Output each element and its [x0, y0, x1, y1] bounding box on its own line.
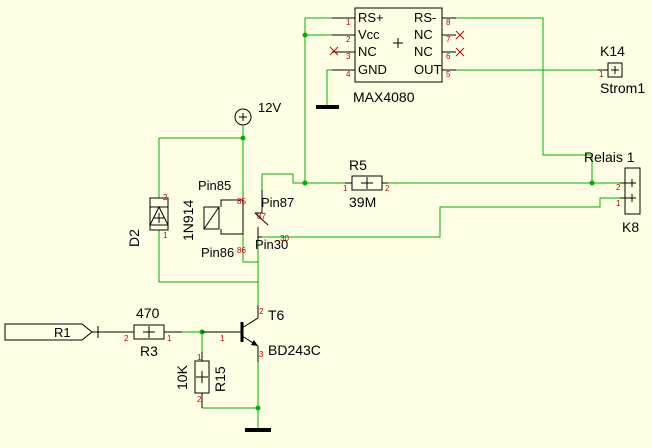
k8-ref: K8 [622, 219, 639, 235]
relay-num86: 86 [237, 246, 246, 255]
relay-pin87-label: Pin87 [261, 195, 294, 210]
relay[interactable]: Pin85 Pin86 Pin87 Pin30 85 86 87 30 [198, 178, 294, 260]
junction-dot [302, 32, 308, 38]
relay-pin85-label: Pin85 [198, 178, 231, 193]
junction-dot [302, 180, 308, 186]
r3-value: 470 [136, 305, 160, 321]
r5-value: 39M [349, 194, 376, 210]
junction-dot [240, 135, 246, 141]
relay-num30: 30 [280, 234, 289, 243]
ic-pin-num-4: 4 [346, 70, 351, 79]
r3-ref: R3 [140, 343, 158, 359]
ic-pin-name-gnd: GND [358, 62, 387, 77]
k8-net: Relais 1 [584, 149, 635, 165]
wires [158, 17, 620, 409]
ic-pin-num-8: 8 [446, 18, 451, 27]
ic-part-name: MAX4080 [353, 89, 415, 105]
ic-pin-name-nc-right-6: NC [414, 44, 433, 59]
nc-marker-icon [329, 46, 339, 56]
ic-pin-name-vcc: Vcc [358, 27, 380, 42]
r3-pin1: 1 [167, 334, 172, 343]
k14-pin-num: 1 [599, 70, 604, 79]
resistor-r15[interactable]: 1 2 10K R15 [174, 352, 228, 408]
ic-max4080[interactable]: RS+ Vcc NC GND RS- NC NC OUT 1 2 3 4 8 7… [329, 7, 465, 105]
ic-pin-name-out: OUT [414, 62, 442, 77]
k8-pin-2: 2 [616, 183, 621, 192]
junction-dot [589, 180, 595, 186]
transistor-t6[interactable]: 1 2 3 T6 BD243C [202, 305, 321, 362]
resistor-r5[interactable]: 1 2 R5 39M [343, 157, 390, 210]
ic-pin-name-nc-left: NC [358, 44, 377, 59]
power-label: 12V [258, 100, 281, 115]
nc-marker-icon [455, 47, 465, 57]
relay-pin30-label: Pin30 [255, 237, 288, 252]
connector-k14[interactable]: 1 K14 Strom1 [598, 43, 645, 96]
t6-value: BD243C [268, 342, 321, 358]
r3-pin2: 2 [124, 334, 129, 343]
r5-pin2: 2 [385, 184, 390, 193]
r5-pin1: 1 [343, 184, 348, 193]
ic-pin-num-3: 3 [346, 52, 351, 61]
relay-pin86-label: Pin86 [201, 245, 234, 260]
d2-ref: D2 [126, 229, 142, 247]
ic-pin-name-nc-right-7: NC [414, 27, 433, 42]
ic-pin-name-rsminus: RS- [414, 10, 436, 25]
ic-pin-name-rsplus: RS+ [358, 10, 384, 25]
power-12v[interactable]: 12V [234, 100, 281, 126]
ground-symbol-icon [316, 69, 339, 109]
ic-pin-num-7: 7 [446, 35, 451, 44]
t6-emitter-pin: 3 [259, 350, 264, 359]
diode-d2[interactable]: 2 1 D2 1N914 [126, 193, 196, 247]
relay-num87: 87 [257, 212, 266, 221]
r5-ref: R5 [349, 157, 367, 173]
r15-pin2: 2 [197, 395, 202, 404]
r15-ref: R15 [212, 366, 228, 392]
ic-pin-num-5: 5 [446, 70, 451, 79]
ic-pin-num-6: 6 [446, 52, 451, 61]
r15-value: 10K [174, 364, 190, 390]
t6-collector-pin: 2 [259, 307, 264, 316]
ic-pin-num-2: 2 [346, 35, 351, 44]
resistor-r3[interactable]: 2 1 470 R3 [124, 305, 182, 359]
d2-pin-bottom: 1 [163, 231, 168, 240]
ic-pin-num-1: 1 [346, 18, 351, 27]
relay-num85: 85 [237, 197, 246, 206]
ground-symbol-icon [245, 408, 271, 432]
nc-marker-icon [455, 30, 465, 40]
t6-base-pin: 1 [220, 334, 225, 343]
input-port-r1[interactable]: R1 [4, 323, 126, 341]
k14-net: Strom1 [600, 80, 645, 96]
d2-pin-top: 2 [163, 193, 168, 202]
k14-ref: K14 [600, 43, 625, 59]
k8-pin-1: 1 [616, 199, 621, 208]
t6-ref: T6 [268, 307, 285, 323]
r15-pin1: 1 [197, 353, 202, 362]
r1-label: R1 [54, 325, 71, 340]
connector-k8[interactable]: 2 1 Relais 1 K8 [584, 149, 641, 235]
d2-value: 1N914 [180, 200, 196, 241]
